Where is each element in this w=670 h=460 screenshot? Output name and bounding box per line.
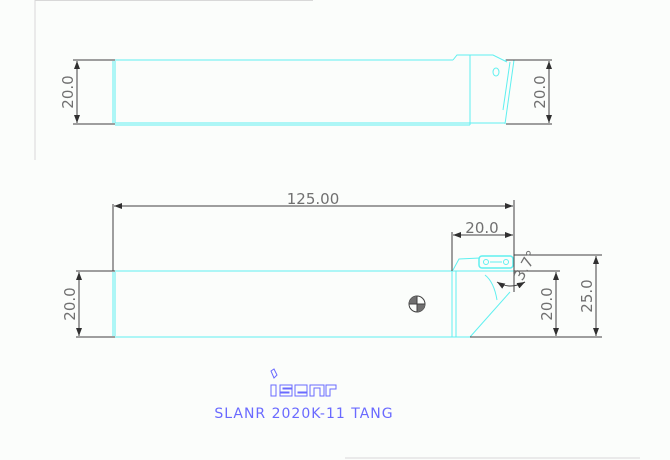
head-length-label: 20.0: [465, 219, 498, 237]
side-right-height-label: 20.0: [538, 287, 556, 320]
sheet-border: [34, 0, 640, 459]
total-height-label: 25.0: [578, 279, 596, 312]
drawing-title: SLANR 2020K-11 TANG: [214, 406, 393, 422]
side-view-outline: [112, 255, 514, 338]
top-view-dimensions: [73, 59, 552, 125]
top-view-outline: [112, 54, 515, 126]
side-left-height-label: 20.0: [61, 287, 79, 320]
top-left-height-label: 20.0: [59, 75, 77, 108]
overall-length-label: 125.00: [287, 190, 340, 208]
iscar-logo: [270, 368, 337, 397]
gauge-point-symbol: [408, 295, 426, 313]
angle-label: 3.7°: [510, 247, 541, 283]
side-view-dimensions: [76, 200, 602, 338]
top-right-height-label: 20.0: [531, 75, 549, 108]
